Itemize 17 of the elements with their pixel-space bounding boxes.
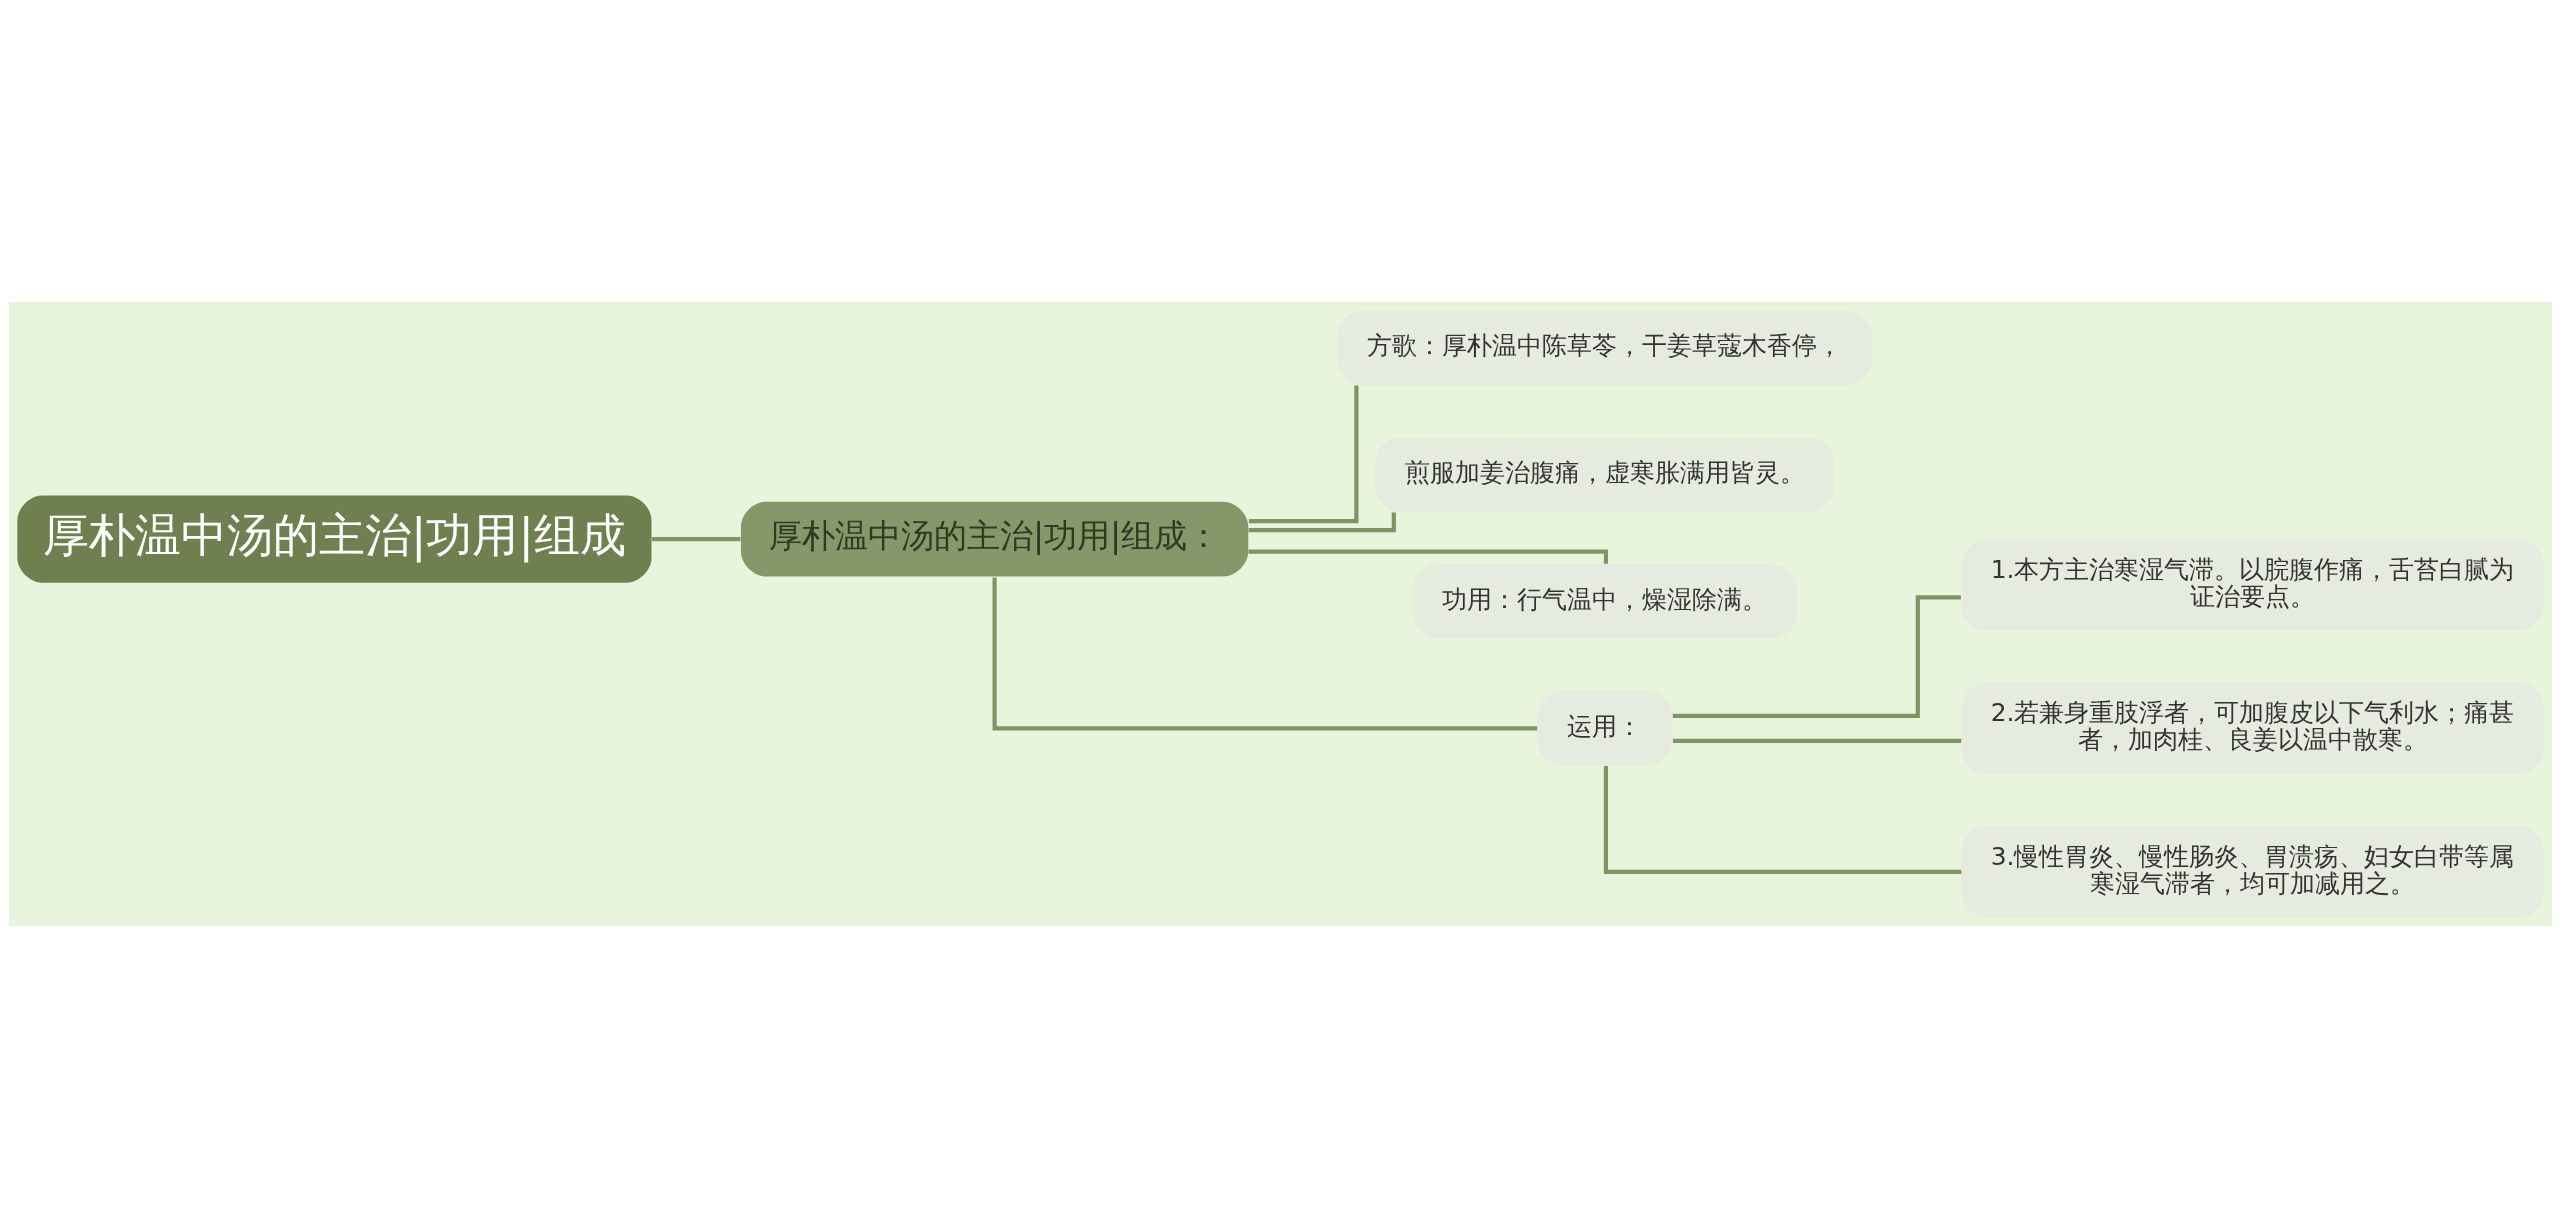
node-box: 功用：行气温中，燥湿除满。 [1412, 563, 1797, 639]
node-box: 煎服加姜治腹痛，虚寒胀满用皆灵。 [1374, 436, 1835, 512]
node-box: 厚朴温中汤的主治|功用|组成 [16, 495, 651, 583]
node-box: 3.慢性胃炎、慢性肠炎、胃溃疡、妇女白带等属寒湿气滞者，均可加减用之。 [1961, 825, 2544, 918]
node-box: 1.本方主治寒湿气滞。以脘腹作痛，舌苔白腻为证治要点。 [1961, 538, 2544, 631]
connector [1248, 384, 1358, 523]
connector [1672, 738, 1961, 743]
connector [1672, 594, 1961, 718]
node-box: 2.若兼身重肢浮者，可加腹皮以下气利水；痛甚者，加肉桂、良姜以温中散寒。 [1961, 682, 2544, 774]
connector [651, 536, 741, 541]
node-box: 运用： [1536, 690, 1672, 766]
connector [1248, 549, 1608, 564]
connector [992, 576, 1537, 730]
connector [1248, 512, 1396, 532]
connector [1603, 765, 1961, 874]
node-box: 方歌：厚朴温中陈草苓，干姜草蔻木香停， [1337, 309, 1872, 385]
node-box: 厚朴温中汤的主治|功用|组成： [740, 501, 1248, 577]
